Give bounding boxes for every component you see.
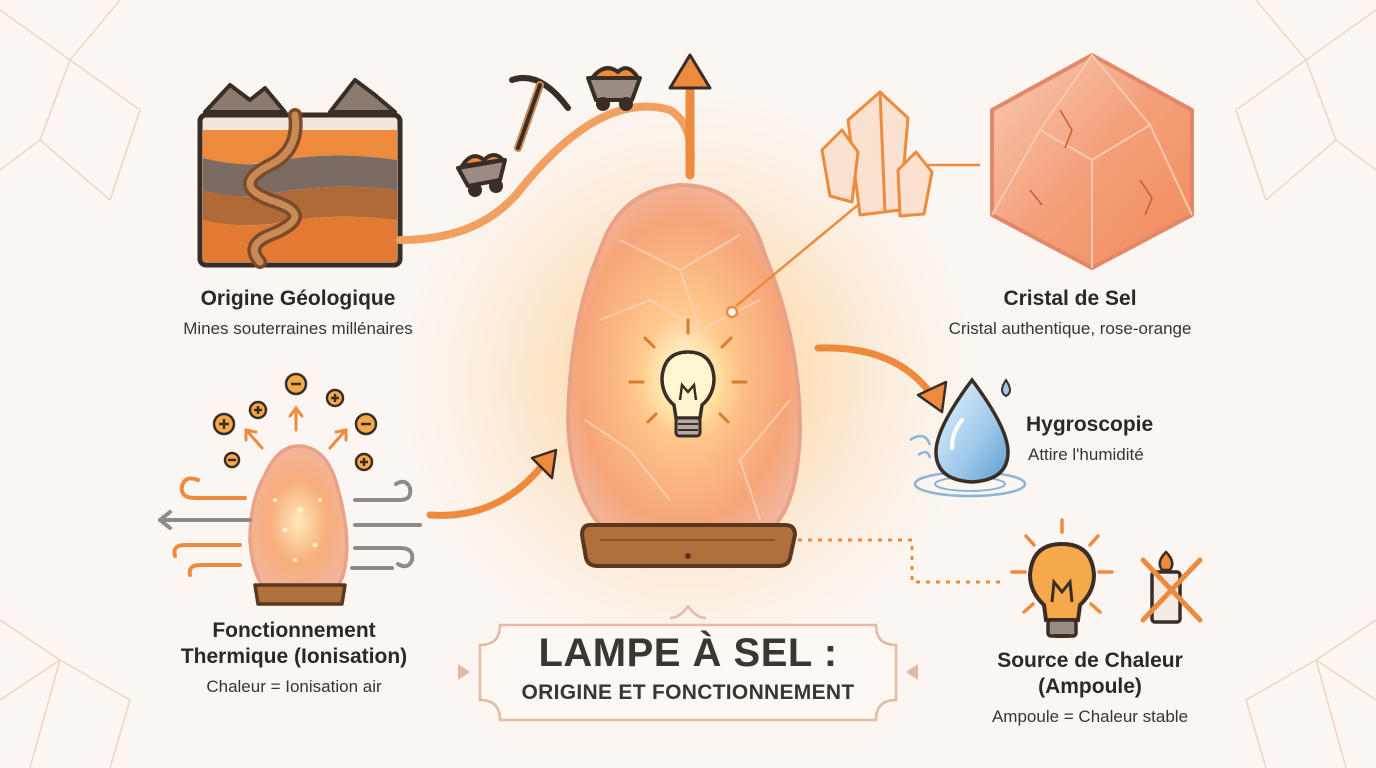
- node-hygro-subtitle: Attire l'humidité: [1028, 445, 1144, 464]
- mine-strata-icon: [197, 78, 403, 269]
- node-cristal-subtitle: Cristal authentique, rose-orange: [948, 319, 1192, 338]
- node-thermique-title-line2: Thermique (Ionisation): [180, 645, 408, 668]
- flow-arrow-head: [916, 380, 948, 414]
- flow-arrow-thermique: [426, 458, 549, 519]
- node-origine-subtitle: Mines souterraines millénaires: [183, 319, 413, 338]
- node-source-subtitle: Ampoule = Chaleur stable: [991, 707, 1189, 726]
- ion-plus-icon: [212, 388, 374, 472]
- ion-arrows: [244, 405, 348, 450]
- flow-arrow-head: [530, 448, 558, 480]
- mine-cart-icon: [456, 153, 507, 197]
- light-bulb-icon: [1010, 518, 1114, 638]
- node-hygro-title: Hygroscopie: [1026, 413, 1154, 436]
- mine-cart-icon: [586, 66, 642, 111]
- air-flow-icon: [158, 476, 422, 577]
- pickaxe-icon: [509, 74, 571, 152]
- node-origine-title: Origine Géologique: [200, 287, 396, 310]
- node-hygro: Hygroscopie Attire l'humidité: [1026, 412, 1153, 467]
- main-subtitle-text: ORIGINE ET FONCTIONNEMENT: [521, 681, 855, 704]
- salt-crystal-icon: [820, 90, 934, 218]
- dotted-connector-source: [798, 538, 1000, 584]
- water-drop-icon: [909, 377, 1027, 498]
- salt-lamp-icon: [248, 444, 349, 606]
- node-source: Source de Chaleur (Ampoule) Ampoule = Ch…: [992, 648, 1188, 729]
- salt-crystal-icon: [990, 53, 1194, 270]
- node-cristal-title: Cristal de Sel: [1003, 287, 1137, 310]
- node-source-title-line2: (Ampoule): [1038, 675, 1142, 698]
- flow-curve-origin: [396, 102, 695, 244]
- node-cristal: Cristal de Sel Cristal authentique, rose…: [949, 286, 1192, 341]
- main-title-text: LAMPE À SEL :: [538, 631, 838, 675]
- ion-minus-icon: [223, 372, 378, 469]
- main-title: LAMPE À SEL : ORIGINE ET FONCTIONNEMENT: [478, 616, 898, 716]
- up-arrow-icon: [668, 53, 712, 180]
- crystal-connector: [725, 163, 980, 319]
- node-thermique-title-line1: Fonctionnement: [212, 619, 376, 642]
- node-thermique-subtitle: Chaleur = Ionisation air: [206, 677, 382, 696]
- candle-crossed-icon: [1140, 550, 1203, 624]
- title-frame: [478, 623, 898, 722]
- node-thermique: Fonctionnement Thermique (Ionisation) Ch…: [181, 618, 407, 699]
- node-origine: Origine Géologique Mines souterraines mi…: [183, 286, 413, 341]
- node-source-title-line1: Source de Chaleur: [997, 649, 1183, 672]
- flow-arrow-hygro: [814, 344, 939, 404]
- light-bulb-icon: [628, 318, 748, 440]
